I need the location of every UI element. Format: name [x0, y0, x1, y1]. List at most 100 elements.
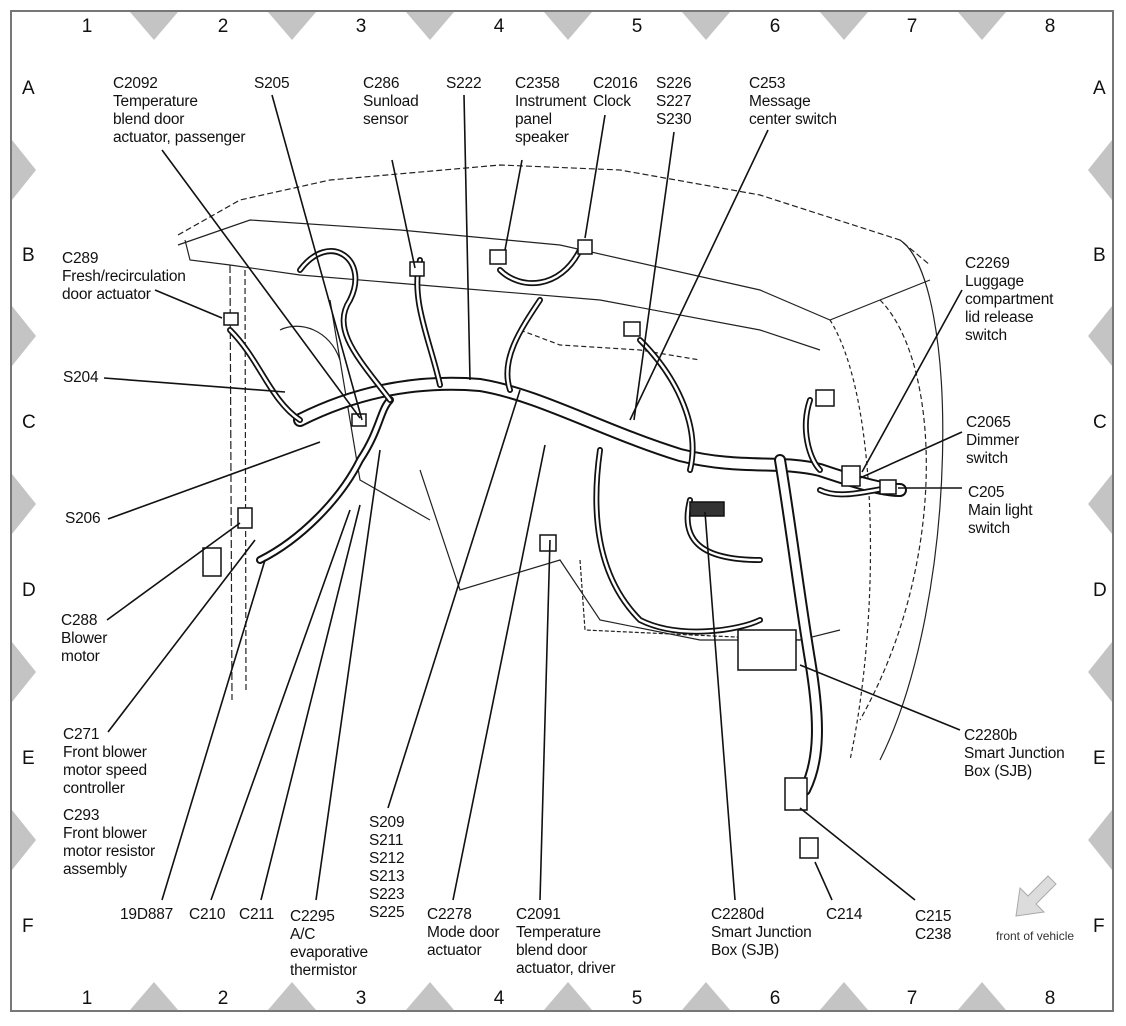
grid-marker-left-5 — [12, 810, 36, 870]
grid-row-left-D: D — [22, 580, 36, 601]
label-s204: S204 — [63, 369, 99, 386]
grid-col-top-8: 8 — [1044, 16, 1056, 37]
connector-c2280d — [689, 501, 725, 517]
label-c288: C288 Blower motor — [61, 612, 108, 665]
label-s209: S209 S211 S212 S213 S223 S225 — [369, 814, 405, 921]
grid-marker-bottom-3 — [406, 982, 454, 1010]
connector-c205 — [879, 479, 897, 495]
grid-row-right-C: C — [1093, 412, 1107, 433]
grid-row-right-E: E — [1093, 748, 1106, 769]
wiring-harness — [227, 247, 907, 796]
grid-marker-right-3 — [1088, 474, 1112, 534]
connector-c2016 — [577, 239, 593, 255]
label-c2092: C2092 Temperature blend door actuator, p… — [113, 75, 246, 146]
label-c2065: C2065 Dimmer switch — [966, 414, 1020, 467]
grid-row-left-F: F — [22, 916, 34, 937]
grid-col-top-3: 3 — [355, 16, 367, 37]
smart-junction-box — [737, 629, 797, 671]
connector-c2065 — [841, 465, 861, 487]
diagram-frame — [10, 10, 1114, 1012]
label-s222: S222 — [446, 75, 482, 92]
grid-marker-right-4 — [1088, 642, 1112, 702]
grid-col-bottom-2: 2 — [217, 988, 229, 1009]
label-s206: S206 — [65, 510, 101, 527]
grid-col-bottom-6: 6 — [769, 988, 781, 1009]
grid-marker-right-2 — [1088, 306, 1112, 366]
label-c211: C211 — [239, 906, 275, 923]
grid-marker-left-2 — [12, 306, 36, 366]
label-c286: C286 Sunload sensor — [363, 75, 419, 128]
dashboard-outline — [177, 164, 944, 761]
connector-c214 — [799, 837, 819, 859]
connector-c253-a — [623, 321, 641, 337]
grid-marker-bottom-4 — [544, 982, 592, 1010]
grid-col-top-2: 2 — [217, 16, 229, 37]
label-c2295: C2295 A/C evaporative thermistor — [290, 908, 368, 979]
grid-marker-top-3 — [406, 12, 454, 40]
grid-marker-bottom-2 — [268, 982, 316, 1010]
grid-row-left-A: A — [22, 78, 35, 99]
label-s205: S205 — [254, 75, 290, 92]
connector-c2091 — [539, 534, 557, 552]
grid-row-left-B: B — [22, 245, 35, 266]
grid-marker-top-7 — [958, 12, 1006, 40]
label-c253: C253 Message center switch — [749, 75, 837, 128]
arrow-down-left-icon — [1015, 875, 1057, 917]
grid-col-bottom-8: 8 — [1044, 988, 1056, 1009]
grid-marker-top-2 — [268, 12, 316, 40]
label-c2278: C2278 Mode door actuator — [427, 906, 500, 959]
connector-c2269 — [815, 389, 835, 407]
grid-row-right-A: A — [1093, 78, 1106, 99]
grid-col-top-7: 7 — [906, 16, 918, 37]
label-s226: S226 S227 S230 — [656, 75, 692, 128]
connector-c2358 — [489, 249, 507, 265]
grid-marker-bottom-7 — [958, 982, 1006, 1010]
label-c289: C289 Fresh/recirculation door actuator — [62, 250, 186, 303]
grid-col-bottom-7: 7 — [906, 988, 918, 1009]
grid-row-right-B: B — [1093, 245, 1106, 266]
grid-col-bottom-3: 3 — [355, 988, 367, 1009]
grid-col-top-4: 4 — [493, 16, 505, 37]
connector-c289 — [223, 312, 239, 326]
label-c2091: C2091 Temperature blend door actuator, d… — [516, 906, 616, 977]
connector-c271 — [237, 507, 253, 529]
label-c2280d: C2280d Smart Junction Box (SJB) — [711, 906, 812, 959]
connector-c286 — [409, 261, 425, 277]
grid-row-left-E: E — [22, 748, 35, 769]
label-c2358: C2358 Instrument panel speaker — [515, 75, 587, 146]
grid-marker-top-6 — [820, 12, 868, 40]
label-c293: C293 Front blower motor resistor assembl… — [63, 807, 155, 878]
grid-marker-left-1 — [12, 140, 36, 200]
label-c205: C205 Main light switch — [968, 484, 1033, 537]
front-of-vehicle-label: front of vehicle — [996, 929, 1075, 943]
grid-markers — [12, 12, 1112, 1010]
grid-col-top-6: 6 — [769, 16, 781, 37]
grid-col-bottom-1: 1 — [81, 988, 93, 1009]
grid-col-bottom-4: 4 — [493, 988, 505, 1009]
grid-marker-left-4 — [12, 642, 36, 702]
grid-marker-right-5 — [1088, 810, 1112, 870]
grid-marker-top-1 — [130, 12, 178, 40]
connector-c288 — [202, 547, 222, 577]
grid-row-right-F: F — [1093, 916, 1105, 937]
grid-marker-right-1 — [1088, 140, 1112, 200]
label-c210: C210 — [189, 906, 226, 923]
label-c271: C271 Front blower motor speed controller — [63, 726, 147, 797]
grid-row-left-C: C — [22, 412, 36, 433]
grid-col-top-5: 5 — [631, 16, 643, 37]
grid-row-right-D: D — [1093, 580, 1107, 601]
label-c2016: C2016 Clock — [593, 75, 638, 110]
label-c2280b: C2280b Smart Junction Box (SJB) — [964, 727, 1065, 780]
connector-c2092 — [351, 413, 367, 427]
grid-col-bottom-5: 5 — [631, 988, 643, 1009]
connector-c215 — [784, 777, 808, 811]
label-19d887: 19D887 — [120, 906, 174, 923]
connectors — [202, 239, 897, 859]
label-c215: C215 C238 — [915, 908, 952, 943]
grid-marker-left-3 — [12, 474, 36, 534]
label-c214: C214 — [826, 906, 863, 923]
grid-marker-top-4 — [544, 12, 592, 40]
grid-marker-top-5 — [682, 12, 730, 40]
grid-marker-bottom-5 — [682, 982, 730, 1010]
grid-marker-bottom-1 — [130, 982, 178, 1010]
